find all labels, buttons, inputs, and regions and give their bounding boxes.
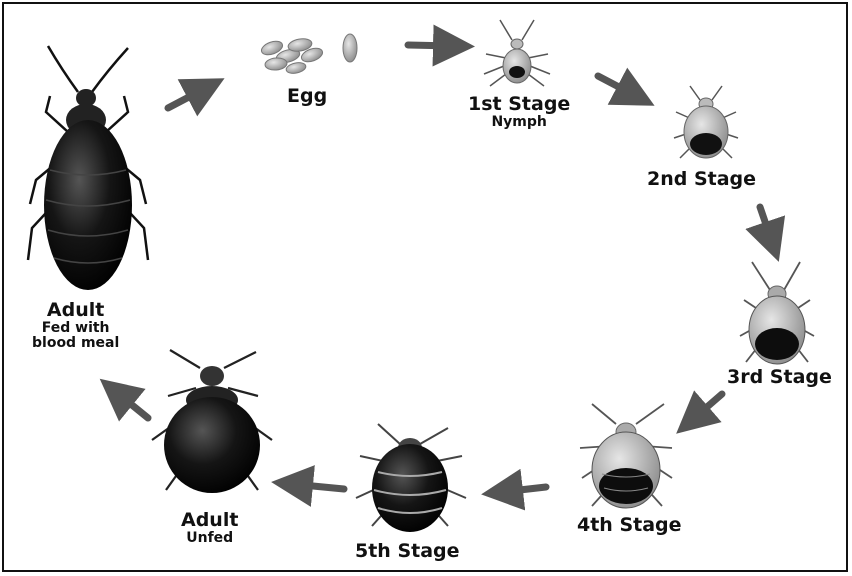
stage-5th-title: 5th Stage: [355, 540, 460, 562]
stage-5th-label: 5th Stage: [355, 541, 460, 562]
arrow-2nd-to-3rd: [760, 207, 772, 242]
adult-unfed-subtitle: Unfed: [181, 531, 238, 546]
stage-2nd-label: 2nd Stage: [647, 169, 756, 190]
stage-4th-label: 4th Stage: [577, 515, 682, 536]
third-stage-nymph-illustration: [740, 262, 814, 364]
adult-fed-subtitle-line2: blood meal: [32, 336, 119, 351]
stage-1st-title: 1st Stage: [468, 93, 570, 115]
arrow-4th-to-5th: [502, 487, 546, 492]
adult-unfed-label: Adult Unfed: [181, 510, 238, 546]
adult-fed-bug-illustration: [28, 46, 148, 290]
adult-fed-label: Adult Fed with blood meal: [32, 300, 119, 352]
adult-unfed-bug-illustration: [152, 350, 272, 493]
stage-egg-title: Egg: [287, 85, 327, 107]
stage-1st-subtitle: Nymph: [468, 115, 570, 130]
egg-cluster-illustration: [260, 34, 357, 75]
stage-3rd-label: 3rd Stage: [727, 367, 832, 388]
adult-fed-title: Adult: [47, 299, 104, 321]
fourth-stage-nymph-illustration: [580, 404, 672, 508]
arrow-unfed-to-fed: [116, 392, 148, 418]
arrow-5th-to-unfed: [292, 484, 344, 489]
stage-3rd-title: 3rd Stage: [727, 366, 832, 388]
first-stage-nymph-illustration: [484, 20, 550, 86]
arrow-1st-to-2nd: [598, 76, 636, 96]
arrow-egg-to-1st: [408, 45, 454, 46]
arrow-adult-to-egg: [168, 88, 206, 108]
stage-1st-label: 1st Stage Nymph: [468, 94, 570, 130]
adult-unfed-title: Adult: [181, 509, 238, 531]
stage-2nd-title: 2nd Stage: [647, 168, 756, 190]
stage-egg-label: Egg: [287, 86, 327, 107]
adult-fed-subtitle-line1: Fed with: [32, 321, 119, 336]
stage-4th-title: 4th Stage: [577, 514, 682, 536]
arrow-3rd-to-4th: [692, 394, 722, 420]
second-stage-nymph-illustration: [674, 86, 738, 158]
fifth-stage-nymph-illustration: [356, 424, 466, 532]
